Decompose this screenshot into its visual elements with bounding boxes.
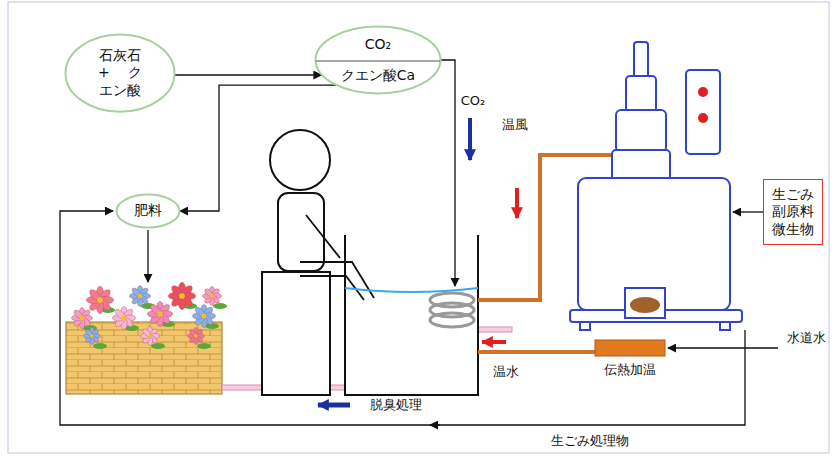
heating-coil — [430, 293, 474, 327]
leaf — [197, 343, 211, 349]
legs — [300, 262, 374, 300]
warm-water-arrow — [482, 340, 506, 344]
bath — [345, 235, 478, 395]
process-ellipse: CO₂ クエン酸Ca — [314, 25, 442, 95]
flower-center — [80, 316, 84, 320]
water-surface — [345, 288, 478, 292]
flow-label: CO₂ — [461, 93, 486, 108]
flower-center — [179, 293, 185, 299]
ellipse-shape — [66, 34, 175, 111]
node-text: CO₂ — [365, 36, 391, 54]
tap-water-line — [668, 347, 778, 348]
shape-part — [686, 70, 720, 154]
flower-center — [202, 314, 207, 319]
shape-part — [612, 150, 670, 180]
flow-label: 伝熱加温 — [604, 361, 656, 379]
deodorize-pipe — [478, 327, 512, 332]
node-text: クエン酸Ca — [341, 67, 415, 85]
petal — [142, 328, 153, 339]
node-content: 生ごみ 副原料 微生物 — [764, 180, 821, 244]
flow-arrow — [147, 230, 148, 282]
flower-pot — [66, 322, 222, 394]
petal — [131, 287, 143, 299]
node-text: 生ごみ 副原料 微生物 — [771, 186, 814, 239]
indicator-lamp — [698, 113, 708, 123]
flower-center — [90, 334, 94, 338]
divider — [316, 60, 440, 61]
input-box: 生ごみ 副原料 微生物 — [763, 179, 822, 245]
shape-part — [720, 322, 730, 330]
node-content: CO₂ クエン酸Ca — [314, 25, 442, 95]
flow-label: 温風 — [502, 116, 528, 134]
petal — [170, 284, 185, 299]
flower-center — [97, 297, 103, 303]
flower-center — [138, 294, 142, 298]
body — [278, 193, 324, 271]
composter — [570, 42, 742, 330]
compost — [630, 297, 660, 313]
process-ellipse: 石灰石 + クエン酸 — [64, 33, 176, 113]
coil-turn — [430, 313, 474, 327]
petal — [88, 288, 103, 303]
warm-air-arrow — [515, 188, 519, 218]
leaf — [213, 303, 227, 309]
shape-part — [625, 288, 665, 318]
petal — [114, 308, 127, 321]
flower-center — [122, 316, 127, 321]
flow-arrow — [430, 424, 440, 425]
seat — [262, 272, 330, 395]
input-arrow — [733, 211, 763, 212]
arm — [306, 215, 340, 258]
frame — [8, 2, 829, 453]
ellipse-shape — [316, 27, 441, 94]
shape-part — [634, 42, 648, 78]
flow-label: 水道水 — [787, 329, 826, 347]
ellipse-outline — [314, 25, 442, 95]
petal — [73, 309, 85, 321]
ellipse-shape — [117, 195, 180, 228]
indicator-lamp — [698, 87, 708, 97]
shape-part — [616, 110, 666, 152]
shape-part — [626, 76, 656, 112]
petal — [194, 306, 207, 319]
petal — [204, 288, 215, 299]
flow-connector — [180, 85, 336, 211]
leaf — [93, 343, 107, 349]
flow-label: 生ごみ処理物 — [551, 432, 629, 450]
shape-part — [580, 322, 590, 330]
petal — [149, 303, 163, 317]
node-text: 石灰石 + クエン酸 — [91, 47, 148, 100]
flow-label: 脱臭処理 — [370, 396, 422, 414]
flow-label: 温水 — [493, 363, 519, 381]
heater — [595, 340, 665, 356]
petal — [188, 328, 197, 337]
head — [270, 130, 330, 190]
flower-center — [194, 334, 198, 338]
flower-center — [210, 294, 214, 298]
petal — [84, 328, 93, 337]
co2-arrow — [468, 118, 472, 160]
flower-center — [148, 334, 152, 338]
warm-water-pipe — [478, 350, 595, 354]
flower-center — [157, 311, 162, 316]
co2-line — [440, 60, 455, 286]
deodorize-arrow — [318, 403, 350, 408]
process-ellipse: 肥料 — [115, 193, 181, 229]
flowers — [72, 282, 228, 349]
node-content: 肥料 — [115, 193, 181, 229]
node-text: 肥料 — [134, 202, 162, 220]
flow-connector — [175, 74, 322, 75]
leaf — [151, 343, 165, 349]
node-content: 石灰石 + クエン酸 — [64, 33, 176, 113]
